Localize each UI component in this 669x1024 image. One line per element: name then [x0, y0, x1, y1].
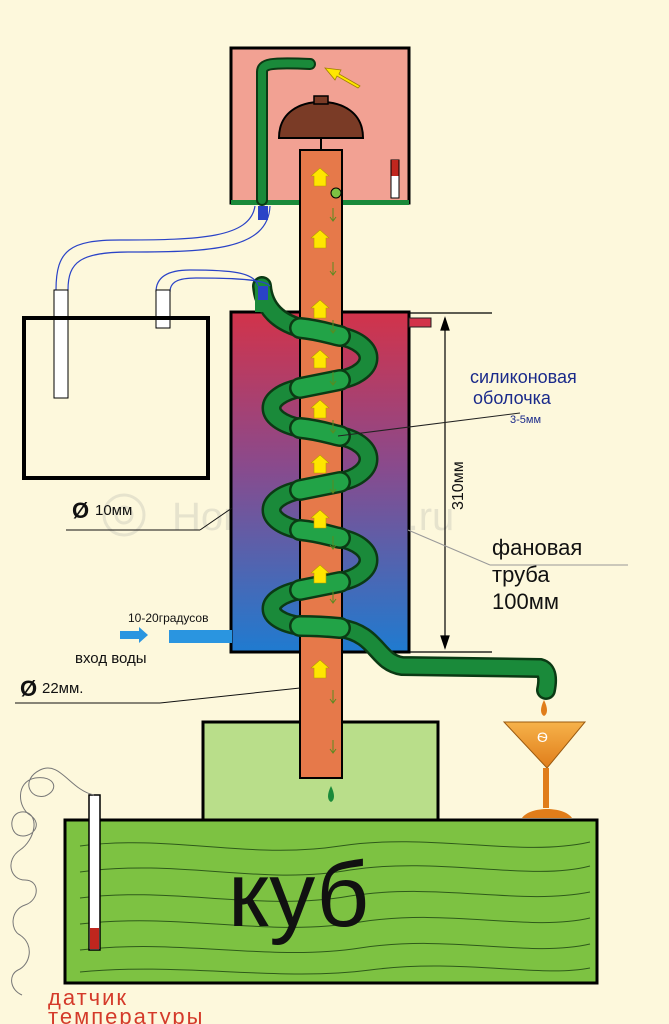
reflux-hose-inner [258, 59, 314, 204]
diagonal-arrow-icon [324, 67, 361, 89]
thermometer-icon [390, 159, 400, 199]
cocktail-glass-icon: Ѳ [502, 721, 587, 818]
up-arrow-icon [310, 509, 330, 529]
droplet-icon [541, 700, 547, 716]
fitting [258, 206, 268, 220]
reflux-drops [329, 208, 337, 754]
up-arrow-icon [310, 564, 330, 584]
glass-logo: Ѳ [537, 729, 548, 745]
down-drop-icon [329, 480, 337, 494]
down-drop-icon [329, 320, 337, 334]
water-temp-label: 10-20градусов [128, 611, 208, 625]
fitting [258, 286, 268, 300]
fanpipe-size: 100мм [492, 589, 559, 614]
pipe-diameter-label: 22мм. [42, 680, 83, 697]
cube-wood-grain [79, 841, 591, 975]
droplet-icon [328, 786, 334, 802]
diameter-symbol: Ø [72, 498, 89, 523]
right-arrow-icon [120, 627, 148, 643]
valve [330, 187, 342, 199]
cube-label: куб [228, 844, 369, 946]
fanpipe-label: фановая [492, 535, 582, 560]
down-drop-icon [329, 208, 337, 222]
sensor-label: датчик [48, 985, 128, 1010]
dimension-label: 310мм [450, 461, 467, 510]
up-arrow-icon [310, 167, 330, 187]
up-arrow-icon [310, 454, 330, 474]
down-drop-icon [329, 536, 337, 550]
sensor-label-2: температуры [48, 1004, 204, 1024]
down-drop-icon [329, 740, 337, 754]
dimension-310 [410, 312, 492, 653]
down-drop-icon [329, 420, 337, 434]
silicone-label: силиконовая [470, 367, 577, 387]
pipe-diameter-leader-2 [159, 687, 301, 704]
up-arrow-icon [310, 349, 330, 369]
water-inlet-label: вход воды [75, 650, 147, 667]
fanpipe-label-2: труба [492, 562, 550, 587]
water-hoses [55, 205, 271, 293]
down-drop-icon [329, 262, 337, 276]
diameter-symbol: Ø [20, 676, 37, 701]
up-arrow-icon [310, 659, 330, 679]
down-drop-icon [329, 690, 337, 704]
hose-diameter-leader-2 [199, 507, 233, 531]
up-arrow-icon [310, 229, 330, 249]
jacket-outlet [408, 317, 432, 328]
down-drop-icon [329, 372, 337, 386]
fanpipe-leader [407, 529, 491, 566]
silicone-label-2: оболочка [473, 388, 552, 408]
up-arrow-icon [310, 299, 330, 319]
silicone-thickness: 3-5мм [510, 414, 541, 426]
thermometer-icon [88, 794, 101, 951]
hose-end [155, 289, 171, 329]
hose-end [53, 289, 69, 399]
down-drop-icon [329, 590, 337, 604]
water-bucket [22, 316, 210, 480]
up-arrow-icon [310, 167, 330, 679]
up-arrow-icon [310, 399, 330, 419]
silicone-leader [337, 412, 521, 437]
water-inlet-pipe [169, 630, 232, 643]
hose-diameter-label: 10мм [95, 502, 132, 519]
cooling-coil [252, 276, 558, 700]
cooling-coil-front [289, 317, 351, 639]
sensor-wire [10, 767, 95, 996]
